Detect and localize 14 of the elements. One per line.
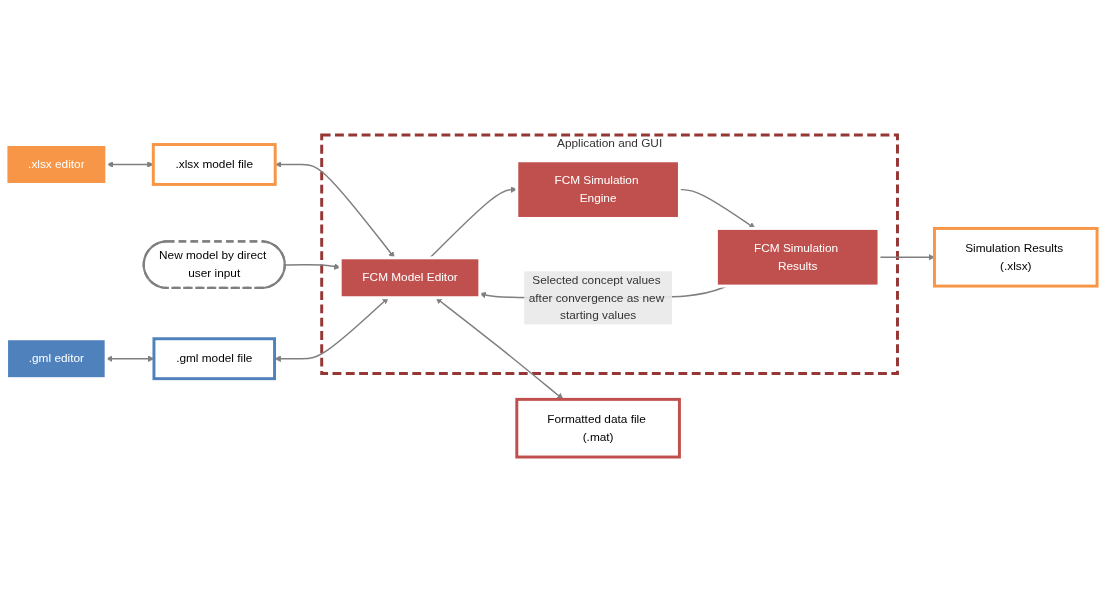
arrow [106,161,154,168]
arrow [274,297,389,362]
node-box: .xlsx editor [4,143,109,186]
node-box: Simulation Results (.xlsx) [932,226,1099,288]
node-box: .gml editor [5,337,108,381]
node-box: FCM Model Editor [338,256,482,300]
node-box: .gml model file [152,337,277,381]
arrow [284,263,341,270]
node-box: .xlsx model file [151,143,277,186]
node-box: FCM Simulation Engine [515,159,681,220]
edge-label: Selected concept values after convergence as new starting values [528,273,665,322]
arrow [435,297,564,400]
node-box: Formatted data file (.mat) [515,397,681,459]
node-box: FCM Simulation Results [714,226,881,288]
